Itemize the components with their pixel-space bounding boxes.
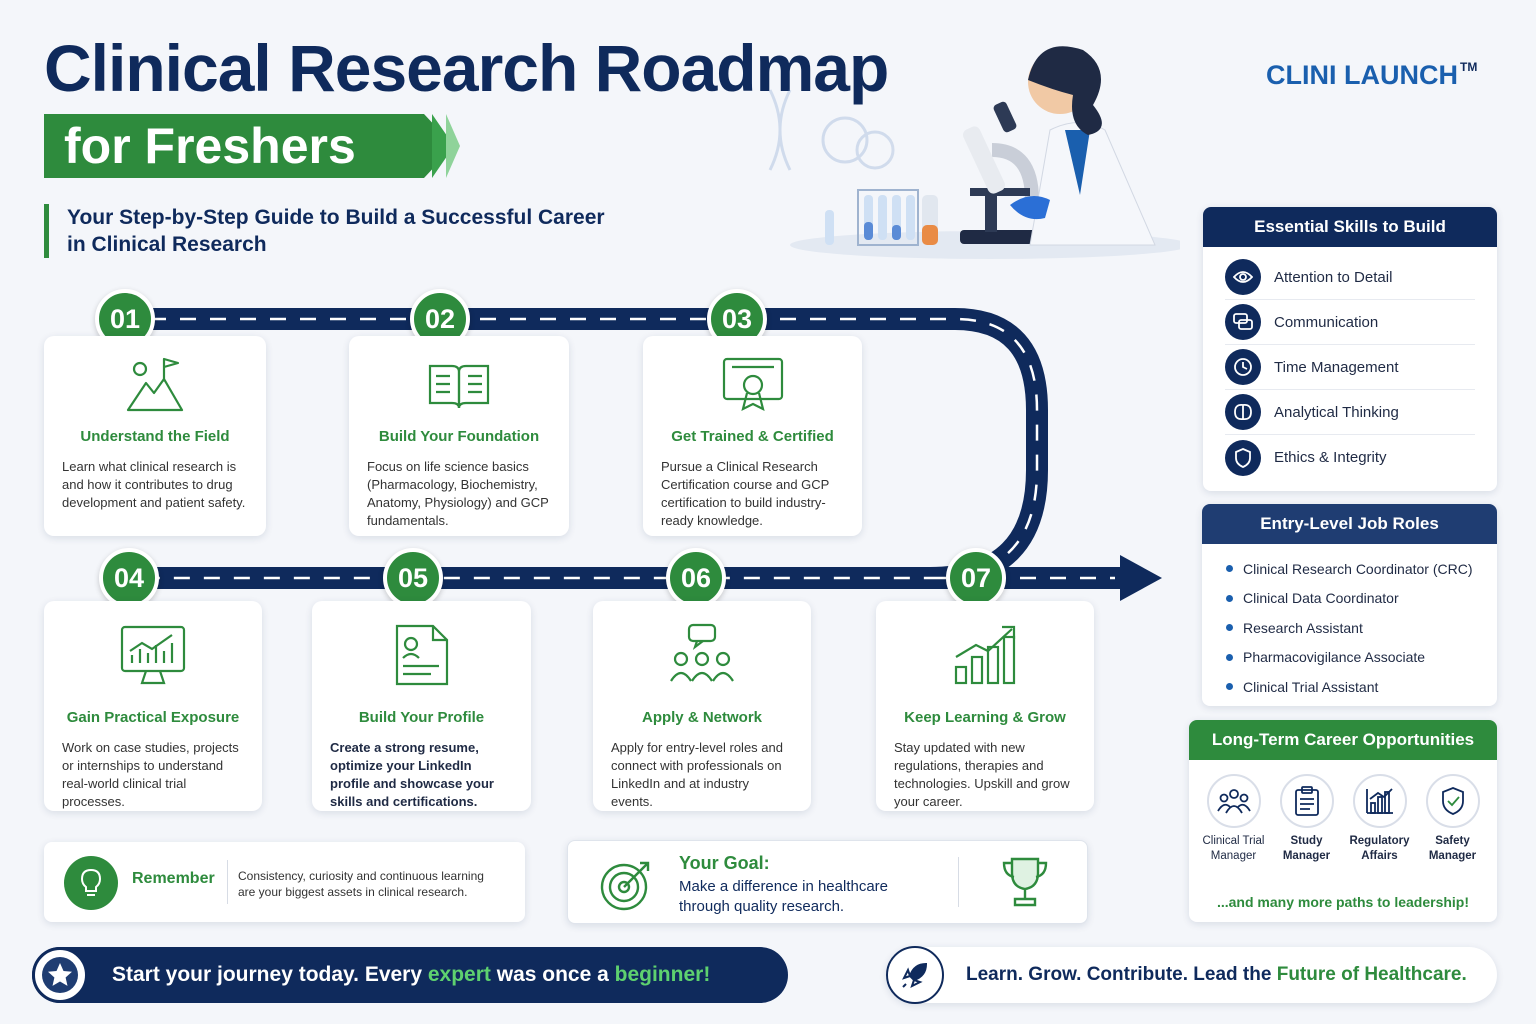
remember-box: Remember Consistency, curiosity and cont… <box>44 842 525 922</box>
footer-mission-banner: Learn. Grow. Contribute. Lead the Future… <box>886 946 1497 1004</box>
divider <box>227 860 228 904</box>
brain-icon <box>1225 394 1261 430</box>
target-icon <box>598 857 654 918</box>
team-icon <box>1206 774 1261 828</box>
role-item: Clinical Data Coordinator <box>1202 584 1497 614</box>
skill-item: Ethics & Integrity <box>1225 435 1475 480</box>
skill-item: Time Management <box>1225 345 1475 390</box>
footer-journey-banner: Start your journey today. Every expert w… <box>32 947 788 1003</box>
lightbulb-icon <box>64 856 118 910</box>
page-title: Clinical Research Roadmap <box>44 31 889 105</box>
step-badge-05: 05 <box>383 548 443 608</box>
trophy-icon <box>998 855 1052 916</box>
step-card-04: Gain Practical Exposure Work on case stu… <box>44 601 262 811</box>
goal-text: Make a difference in healthcare through … <box>679 878 889 915</box>
goal-box: Your Goal: Make a difference in healthca… <box>567 840 1088 924</box>
eye-icon <box>1225 259 1261 295</box>
subtitle-banner: for Freshers <box>44 114 454 178</box>
subtitle-text: for Freshers <box>64 118 356 174</box>
scientist-microscope-illustration <box>768 46 1180 259</box>
skills-panel: Essential Skills to Build Attention to D… <box>1203 207 1497 491</box>
step-card-05: Build Your Profile Create a strong resum… <box>312 601 531 811</box>
star-icon <box>32 947 88 1003</box>
mountain-flag-icon <box>62 350 248 420</box>
footer-journey-text: Start your journey today. Every expert w… <box>112 963 711 986</box>
step-card-01: Understand the Field Learn what clinical… <box>44 336 266 536</box>
test-tubes-icon <box>825 189 938 246</box>
divider <box>958 857 959 907</box>
remember-text: Consistency, curiosity and continuous le… <box>238 869 484 899</box>
clipboard-icon <box>1279 774 1334 828</box>
step-card-02: Build Your Foundation Focus on life scie… <box>349 336 569 536</box>
chat-icon <box>1225 304 1261 340</box>
shield-icon <box>1225 439 1261 476</box>
shield-check-icon <box>1425 774 1480 828</box>
goal-label: Your Goal: <box>679 853 770 873</box>
skills-heading: Essential Skills to Build <box>1203 207 1497 247</box>
chevron-right-icon <box>446 114 460 178</box>
monitor-chart-icon <box>62 615 244 695</box>
opportunities-more: ...and many more paths to leadership! <box>1216 894 1470 910</box>
network-people-icon <box>611 615 793 695</box>
roles-heading: Entry-Level Job Roles <box>1202 504 1497 544</box>
role-item: Pharmacovigilance Associate <box>1202 643 1497 673</box>
roles-panel: Entry-Level Job Roles Clinical Research … <box>1202 504 1497 706</box>
skill-item: Communication <box>1225 300 1475 345</box>
microscope-icon <box>960 101 1040 244</box>
certificate-icon <box>661 350 844 420</box>
scientist-person-icon <box>1010 46 1156 246</box>
role-item: Research Assistant <box>1202 613 1497 643</box>
remember-label: Remember <box>132 870 215 887</box>
arrow-head-icon <box>1120 555 1162 601</box>
step-card-07: Keep Learning & Grow Stay updated with n… <box>876 601 1094 811</box>
step-badge-04: 04 <box>99 548 159 608</box>
resume-icon <box>330 615 513 695</box>
role-item: Clinical Trial Assistant <box>1202 672 1497 702</box>
open-book-icon <box>367 350 551 420</box>
step-badge-07: 07 <box>946 548 1006 608</box>
step-card-03: Get Trained & Certified Pursue a Clinica… <box>643 336 862 536</box>
tagline: Your Step-by-Step Guide to Build a Succe… <box>44 204 664 258</box>
bar-chart-icon <box>1352 774 1407 828</box>
growth-chart-icon <box>894 615 1076 695</box>
rocket-icon <box>886 946 944 1004</box>
skill-item: Analytical Thinking <box>1225 390 1475 435</box>
step-card-06: Apply & Network Apply for entry-level ro… <box>593 601 811 811</box>
opportunities-panel: Long-Term Career Opportunities Clinical … <box>1189 720 1497 922</box>
skill-item: Attention to Detail <box>1225 255 1475 300</box>
role-item: Clinical Research Coordinator (CRC) <box>1202 554 1497 584</box>
clock-icon <box>1225 349 1261 385</box>
opportunities-heading: Long-Term Career Opportunities <box>1189 720 1497 760</box>
footer-mission-text: Learn. Grow. Contribute. Lead the Future… <box>966 964 1467 985</box>
step-badge-06: 06 <box>666 548 726 608</box>
